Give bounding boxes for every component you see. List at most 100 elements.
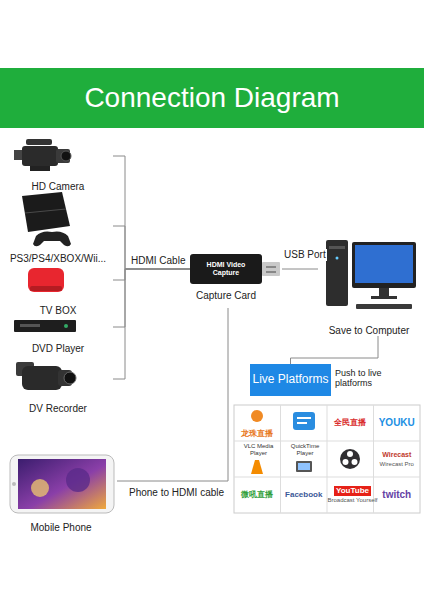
node-text: Wirecast Pro bbox=[380, 461, 414, 468]
node-text: TV BOX bbox=[40, 305, 77, 317]
phone-node: Mobile Phone bbox=[5, 453, 117, 533]
platform-grid-part bbox=[234, 405, 420, 513]
platform-cell: YouTubeBroadcast Yourself bbox=[327, 477, 378, 513]
computer-icon bbox=[326, 240, 416, 309]
hd-camera-icon-part bbox=[56, 149, 70, 163]
platform-grid-part bbox=[234, 441, 420, 442]
device-node: HD Camera bbox=[3, 136, 113, 192]
platform-logos-part bbox=[293, 412, 315, 430]
dvd-player-icon-part bbox=[64, 324, 68, 328]
mobile-phone-icon-part bbox=[66, 468, 90, 492]
platform-logos-part bbox=[298, 463, 310, 470]
node-text: QuickTime Player bbox=[282, 443, 329, 456]
capture-card-icon-part bbox=[266, 271, 276, 273]
mobile-phone-icon-part bbox=[18, 459, 106, 509]
platform-logos-part bbox=[347, 451, 353, 457]
hd-camera-icon bbox=[14, 139, 71, 171]
tv-box-icon-part bbox=[28, 268, 64, 292]
live-platforms-box: Live Platforms bbox=[250, 364, 331, 396]
connector bbox=[113, 269, 190, 379]
node-text: Mobile Phone bbox=[30, 522, 91, 534]
platform-grid bbox=[234, 405, 420, 513]
device-node: TV BOX bbox=[3, 266, 113, 316]
node-text: HD Camera bbox=[32, 181, 85, 193]
tv-box-icon bbox=[28, 268, 64, 292]
mobile-phone-icon-part bbox=[31, 479, 49, 497]
computer-icon-part bbox=[371, 296, 397, 299]
platform-logos-part bbox=[352, 459, 358, 465]
node-text: DVD Player bbox=[32, 343, 84, 355]
edge-label: USB Port bbox=[283, 249, 327, 261]
connector bbox=[282, 269, 318, 270]
hd-camera-icon-part bbox=[22, 146, 58, 166]
node-text: HDMI Video Capture bbox=[190, 252, 262, 286]
capture-card-icon-part bbox=[262, 262, 280, 276]
computer-icon-part bbox=[379, 288, 389, 296]
computer-node: Save to Computer bbox=[318, 236, 420, 336]
dv-recorder-icon-part bbox=[64, 372, 76, 384]
connector bbox=[117, 308, 228, 481]
computer-icon-part bbox=[355, 245, 413, 283]
game-console-icon bbox=[22, 192, 71, 246]
edge-label: Push to live platforms bbox=[334, 368, 422, 389]
platform-grid-part bbox=[280, 405, 281, 513]
mobile-phone-icon-part bbox=[10, 455, 114, 513]
platform-cell: WirecastWirecast Pro bbox=[374, 441, 421, 477]
edge-label: HDMI Cable bbox=[130, 255, 186, 267]
tv-box-icon-part bbox=[30, 286, 62, 291]
dv-recorder-icon bbox=[16, 362, 76, 390]
platform-cell: 龙珠直播 bbox=[234, 405, 281, 441]
node-text: 微吼直播 bbox=[241, 490, 273, 499]
platform-cell: QuickTime Player bbox=[281, 441, 330, 477]
platform-cell: VLC Media Player bbox=[234, 441, 283, 477]
title-band: Connection Diagram bbox=[0, 68, 424, 128]
game-console-icon-part bbox=[25, 209, 66, 213]
platform-cell: twitch bbox=[374, 477, 421, 513]
computer-icon-part bbox=[329, 246, 345, 249]
computer-icon-part bbox=[326, 240, 348, 306]
hd-camera-icon-part bbox=[30, 166, 50, 171]
dv-recorder-icon-part bbox=[22, 366, 62, 390]
platform-grid-part bbox=[234, 477, 420, 478]
dvd-player-icon-part bbox=[14, 320, 76, 332]
mobile-phone-icon bbox=[10, 455, 114, 513]
platform-logos-part bbox=[297, 417, 311, 419]
hd-camera-icon-part bbox=[61, 151, 71, 161]
platform-cell: 全民直播 bbox=[327, 405, 374, 441]
node-text: 全民直播 bbox=[334, 418, 366, 427]
node-text: Facebook bbox=[285, 490, 322, 499]
node-text: Capture Card bbox=[190, 290, 262, 302]
game-console-icon-part bbox=[22, 192, 70, 232]
platform-cell: YOUKU bbox=[374, 405, 421, 441]
capture-card-node: HDMI Video CaptureCapture Card bbox=[190, 252, 282, 308]
node-text: DV Recorder bbox=[29, 403, 87, 415]
hd-camera-icon-part bbox=[26, 139, 52, 145]
computer-icon-part bbox=[352, 242, 416, 288]
node-text: Wirecast bbox=[382, 451, 411, 459]
computer-icon-part bbox=[336, 257, 339, 260]
platform-logos-part bbox=[343, 459, 349, 465]
edge-label: Phone to HDMI cable bbox=[128, 487, 225, 499]
node-text: 龙珠直播 bbox=[241, 429, 273, 438]
dvd-player-icon-part bbox=[20, 324, 40, 327]
node-text: YouTube bbox=[334, 486, 371, 495]
node-text: Live Platforms bbox=[252, 373, 328, 387]
device-node: DV Recorder bbox=[3, 360, 113, 414]
platform-logos-part bbox=[296, 461, 312, 472]
platform-logos-part bbox=[297, 422, 307, 424]
platform-cell: 微吼直播 bbox=[234, 477, 281, 513]
device-node: DVD Player bbox=[3, 318, 113, 354]
platform-logos-part bbox=[340, 449, 360, 469]
connector bbox=[291, 336, 379, 364]
platform-cell: Facebook bbox=[281, 477, 328, 513]
title-text: Connection Diagram bbox=[84, 82, 339, 114]
node-text: PS3/PS4/XBOX/Wii... bbox=[10, 253, 106, 265]
capture-card-icon-part bbox=[266, 266, 276, 268]
node-text: VLC Media Player bbox=[235, 443, 282, 456]
computer-icon-part bbox=[356, 304, 412, 309]
platform-logos-part bbox=[251, 460, 263, 474]
device-node: PS3/PS4/XBOX/Wii... bbox=[3, 190, 113, 264]
node-text: Broadcast Yourself bbox=[327, 497, 377, 504]
node-text: twitch bbox=[382, 489, 411, 501]
